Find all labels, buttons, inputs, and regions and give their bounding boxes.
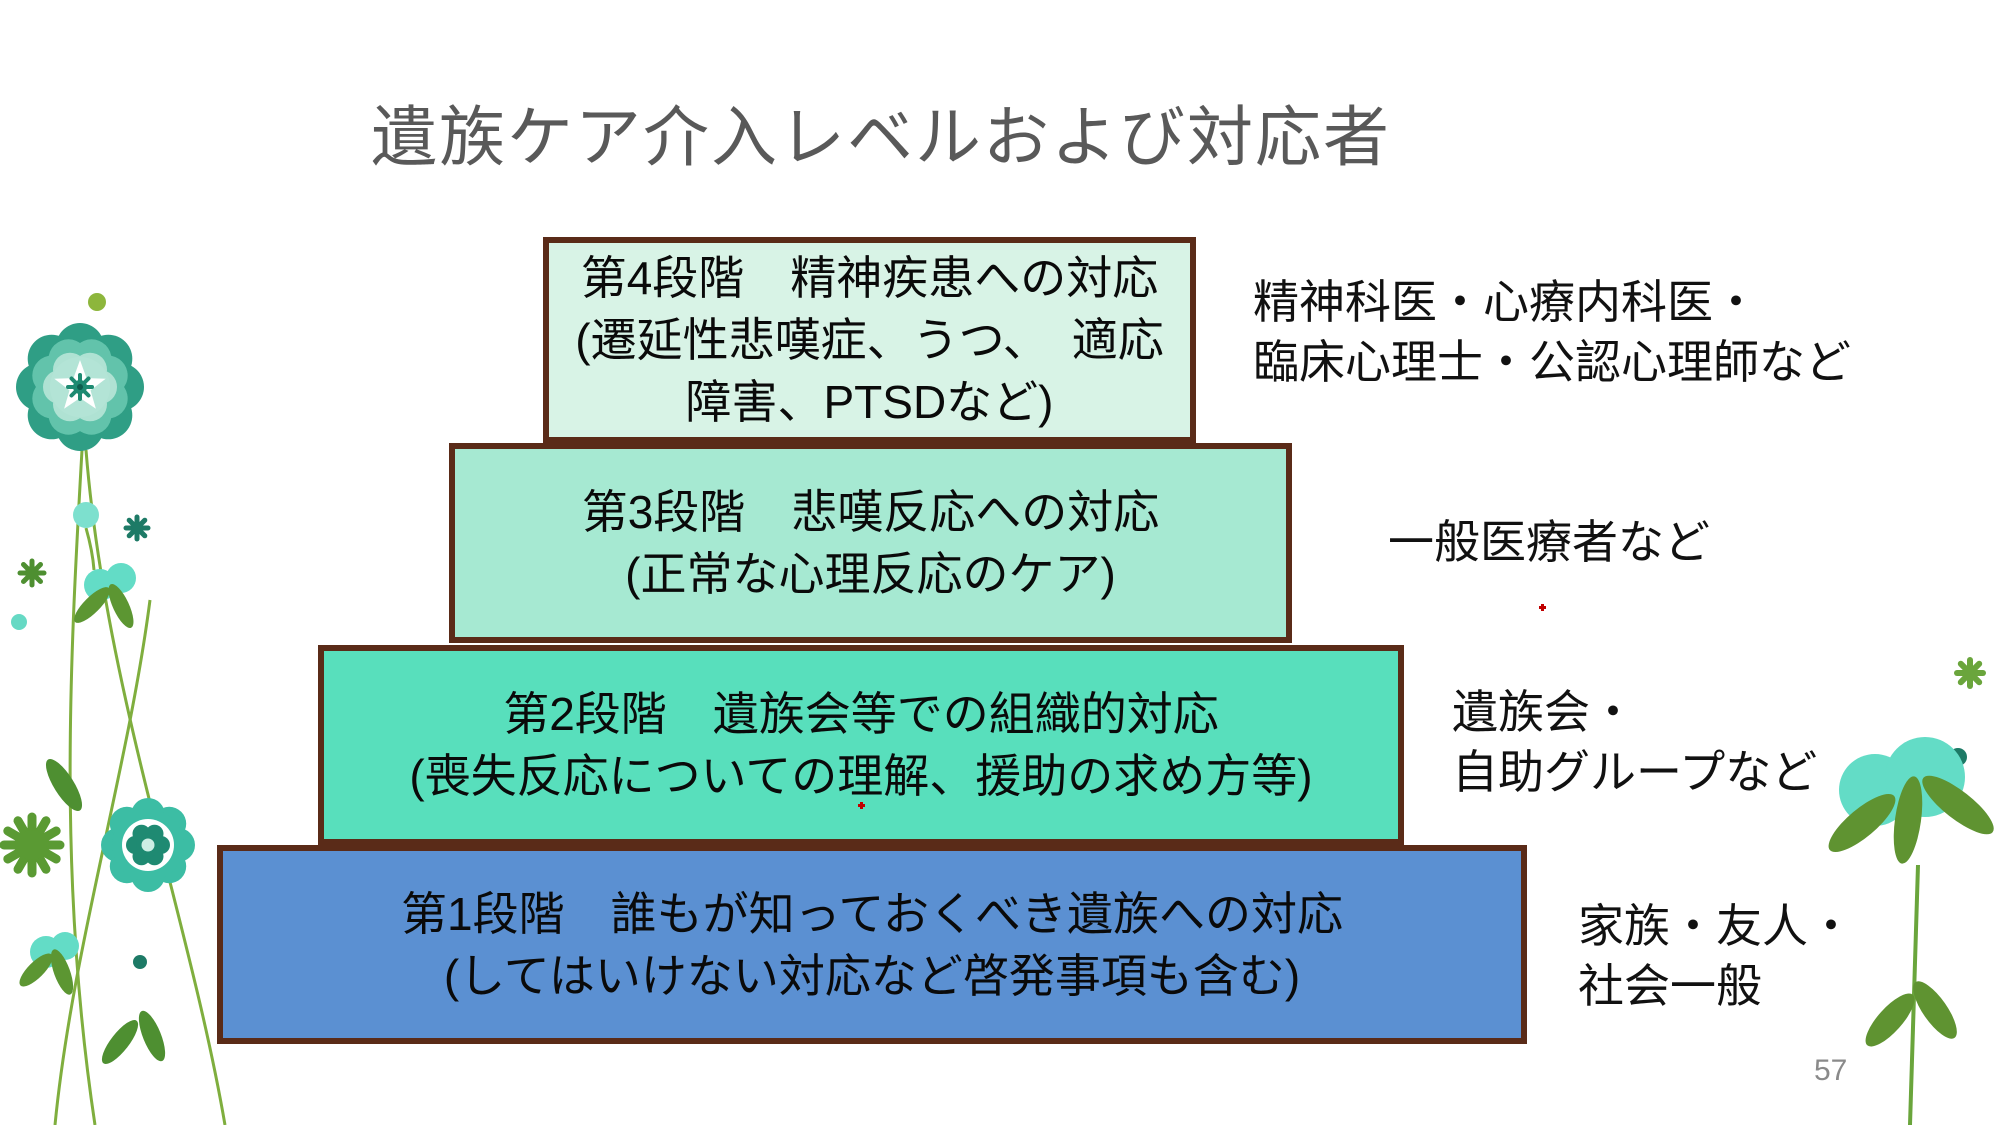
- page-number: 57: [1814, 1054, 1848, 1087]
- pyramid-level-4: 第4段階 精神疾患への対応 (遷延性悲嘆症、うつ、 適応 障害、PTSDなど): [543, 237, 1196, 443]
- level-2-line-1: 第2段階 遺族会等での組織的対応: [503, 688, 1219, 740]
- dot-shape: [133, 955, 147, 969]
- starburst-icon: [123, 514, 151, 542]
- level-2-line-2: (喪失反応についての理解、援助の求め方等): [409, 750, 1313, 802]
- responder-label-level-1: 家族・友人・ 社会一般: [1578, 896, 1854, 1016]
- responder-label-level-4: 精神科医・心療内科医・ 臨床心理士・公認心理師など: [1253, 272, 1851, 392]
- level-4-line-2: (遷延性悲嘆症、うつ、 適応: [575, 314, 1164, 366]
- tulip-flower-icon: [19, 932, 79, 995]
- stem-line: [1908, 864, 1920, 1125]
- starburst-icon: [1954, 657, 1986, 689]
- dot-shape: [11, 614, 27, 630]
- level-1-line-2: (してはいけない対応など啓発事項も含む): [443, 949, 1301, 1002]
- starburst-icon: [0, 812, 65, 878]
- pyramid-level-2: 第2段階 遺族会等での組織的対応 (喪失反応についての理解、援助の求め方等): [318, 645, 1404, 845]
- responder-4-line-2: 臨床心理士・公認心理師など: [1253, 336, 1851, 388]
- responder-2-line-1: 遺族会・: [1452, 686, 1636, 738]
- responder-label-level-2: 遺族会・ 自助グループなど: [1452, 682, 1817, 802]
- pyramid-level-3: 第3段階 悲嘆反応への対応 (正常な心理反応のケア): [449, 443, 1292, 643]
- starburst-icon: [17, 558, 47, 588]
- red-asterisk-mark-icon: [1539, 604, 1546, 611]
- layered-flower-icon: [16, 323, 144, 451]
- level-3-line-1: 第3段階 悲嘆反応への対応: [581, 486, 1160, 538]
- level-4-line-1: 第4段階 精神疾患への対応: [580, 252, 1159, 304]
- stem-line: [53, 449, 227, 1125]
- tulip-flower-icon: [74, 563, 136, 629]
- pyramid-level-1: 第1段階 誰もが知っておくべき遺族への対応 (してはいけない対応など啓発事項も含…: [217, 845, 1527, 1044]
- leaf-shape: [1865, 981, 1957, 1047]
- red-asterisk-mark-icon: [858, 802, 865, 809]
- responder-label-level-3: 一般医療者など: [1388, 512, 1710, 572]
- responder-3-line-1: 一般医療者など: [1388, 516, 1710, 568]
- rose-flower-icon: [101, 798, 195, 892]
- responder-4-line-1: 精神科医・心療内科医・: [1253, 276, 1759, 328]
- responder-1-line-2: 社会一般: [1578, 960, 1762, 1012]
- level-4-line-3: 障害、PTSDなど): [685, 376, 1054, 428]
- level-1-line-1: 第1段階 誰もが知っておくべき遺族への対応: [401, 887, 1343, 940]
- level-3-line-2: (正常な心理反応のケア): [625, 548, 1116, 600]
- dot-shape: [88, 293, 106, 311]
- responder-2-line-2: 自助グループなど: [1452, 746, 1818, 798]
- slide-title: 遺族ケア介入レベルおよび対応者: [371, 100, 1391, 174]
- dot-shape: [73, 502, 99, 528]
- leaf-shape: [45, 759, 83, 811]
- dot-shape: [1949, 748, 1967, 766]
- responder-1-line-1: 家族・友人・: [1578, 900, 1854, 952]
- leaf-shape: [101, 1010, 166, 1064]
- flower-decoration-right: [1828, 657, 1994, 1125]
